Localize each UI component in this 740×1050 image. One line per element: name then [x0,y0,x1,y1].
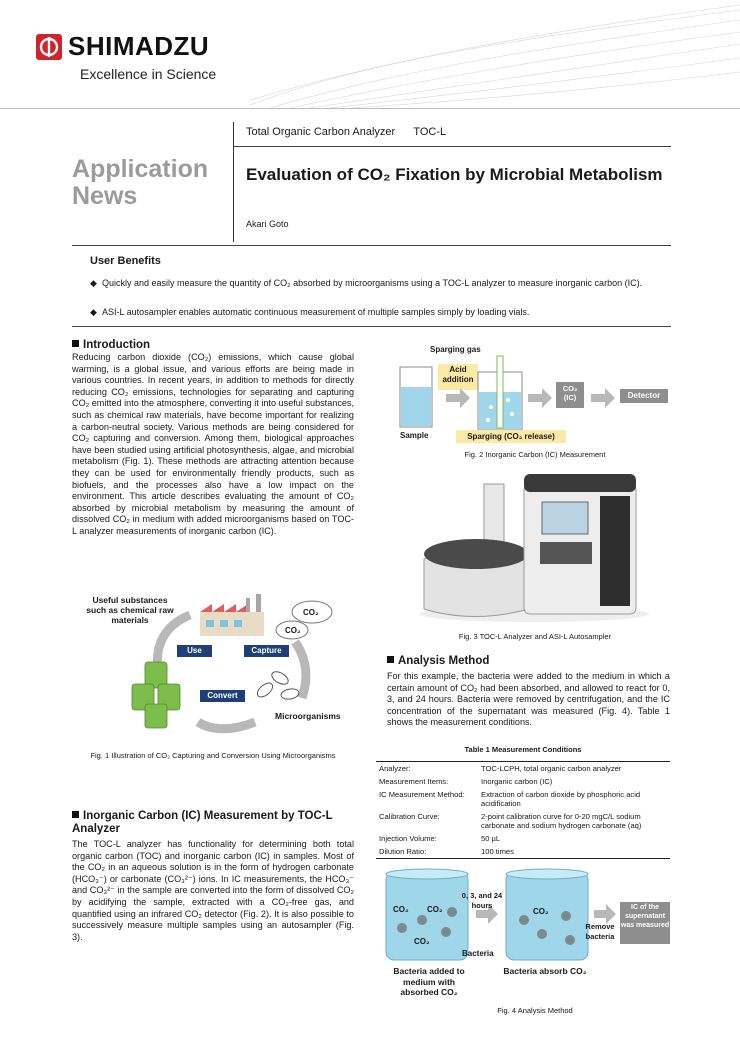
ic-heading: Inorganic Carbon (IC) Measurement by TOC… [72,810,333,835]
table-row: Calibration Curve:2-point calibration cu… [379,812,642,830]
fig4-co2-label: CO₂ [427,905,443,914]
fig2-detector-box: Detector [627,391,661,400]
fig2-sparging-release-label: Sparging (CO₂ release) [467,432,555,441]
table-row: Analyzer:TOC-LCPH, total organic carbon … [376,761,670,775]
app-news-line-1: Application [72,155,209,183]
ic-text: The TOC-L analyzer has functionality for… [72,839,354,942]
analysis-heading: Analysis Method [387,655,489,667]
fig4-label-added: Bacteria added to medium with absorbed C… [393,966,465,997]
section-square-icon [72,811,79,818]
tagline: Excellence in Science [80,66,217,82]
brand-name: SHIMADZU [68,31,210,61]
fig1-caption: Fig. 1 Illustration of CO₂ Capturing and… [90,751,336,760]
page-title: Evaluation of CO₂ Fixation by Microbial … [246,165,663,184]
fig4-label-absorb: Bacteria absorb CO₂ [503,966,587,976]
diamond-bullet-icon: ◆ [90,278,97,288]
measurement-conditions-table: Analyzer:TOC-LCPH, total organic carbon … [376,761,670,859]
header-divider [0,108,740,109]
application-news-label: Application News [72,156,208,210]
shimadzu-logo-mark [36,34,62,60]
fig2-sample-label: Sample [400,431,429,440]
fig2-co2ic-box: CO₂ (IC) [562,384,578,402]
fig1-microorganisms-label: Microorganisms [275,711,341,721]
benefit-item: ◆ ASI-L autosampler enables automatic co… [90,307,530,317]
table-row: Dilution Ratio:100 times [376,845,670,859]
section-square-icon [387,656,394,663]
section-square-icon [72,340,79,347]
author: Akari Goto [246,219,289,229]
shimadzu-logo: SHIMADZU [36,31,246,62]
table-row: Measurement Items:Inorganic carbon (IC) [379,777,553,786]
table-row: IC Measurement Method:Extraction of carb… [379,790,641,808]
table-row: Injection Volume:50 µL [379,834,501,843]
introduction-text: Reducing carbon dioxide (CO₂) emissions,… [72,352,354,536]
fig1-co2-label: CO₂ [285,626,301,635]
fig4-hours-label: 0, 3, and 24 hours [461,891,503,910]
fig2-ic-measurement-diagram [399,355,668,443]
diamond-bullet-icon: ◆ [90,307,97,317]
header-wave-decoration [250,4,740,109]
fig1-co2-label: CO₂ [303,608,319,617]
series-rule [233,146,671,147]
fig4-bacteria-label: Bacteria [462,949,494,958]
fig1-convert-badge: Convert [207,691,238,700]
fig4-co2-label: CO₂ [393,905,409,914]
app-news-line-2: News [72,182,138,210]
series-line: Total Organic Carbon Analyzer TOC-L [246,126,447,138]
fig2-sparging-gas-label: Sparging gas [430,345,481,354]
fig4-ic-box: IC of the supernatant was measured [620,904,670,929]
fig3-analyzer-photo [419,474,649,622]
fig4-co2-label: CO₂ [414,937,430,946]
fig4-caption: Fig. 4 Analysis Method [497,1006,573,1015]
benefit-item: ◆ Quickly and easily measure the quantit… [90,278,643,288]
introduction-heading: Introduction [72,339,150,351]
fig3-caption: Fig. 3 TOC-L Analyzer and ASI-L Autosamp… [458,632,612,641]
vertical-rule [233,122,234,242]
table1-caption: Table 1 Measurement Conditions [464,745,582,754]
user-benefits-heading: User Benefits [90,255,161,267]
fig4-analysis-method-diagram [385,868,670,961]
fig1-co2-cycle-illustration [131,594,333,734]
title-rule [72,245,671,246]
benefits-rule [72,326,671,327]
fig1-useful-label: Useful substances such as chemical raw m… [86,595,174,625]
fig2-caption: Fig. 2 Inorganic Carbon (IC) Measurement [464,450,606,459]
fig4-remove-label: Remove bacteria [585,922,615,941]
analysis-text: For this example, the bacteria were adde… [387,671,670,728]
fig1-capture-badge: Capture [251,646,282,655]
fig1-use-badge: Use [187,646,202,655]
fig4-co2-label: CO₂ [533,907,549,916]
fig2-acid-label: Acid addition [442,365,474,384]
